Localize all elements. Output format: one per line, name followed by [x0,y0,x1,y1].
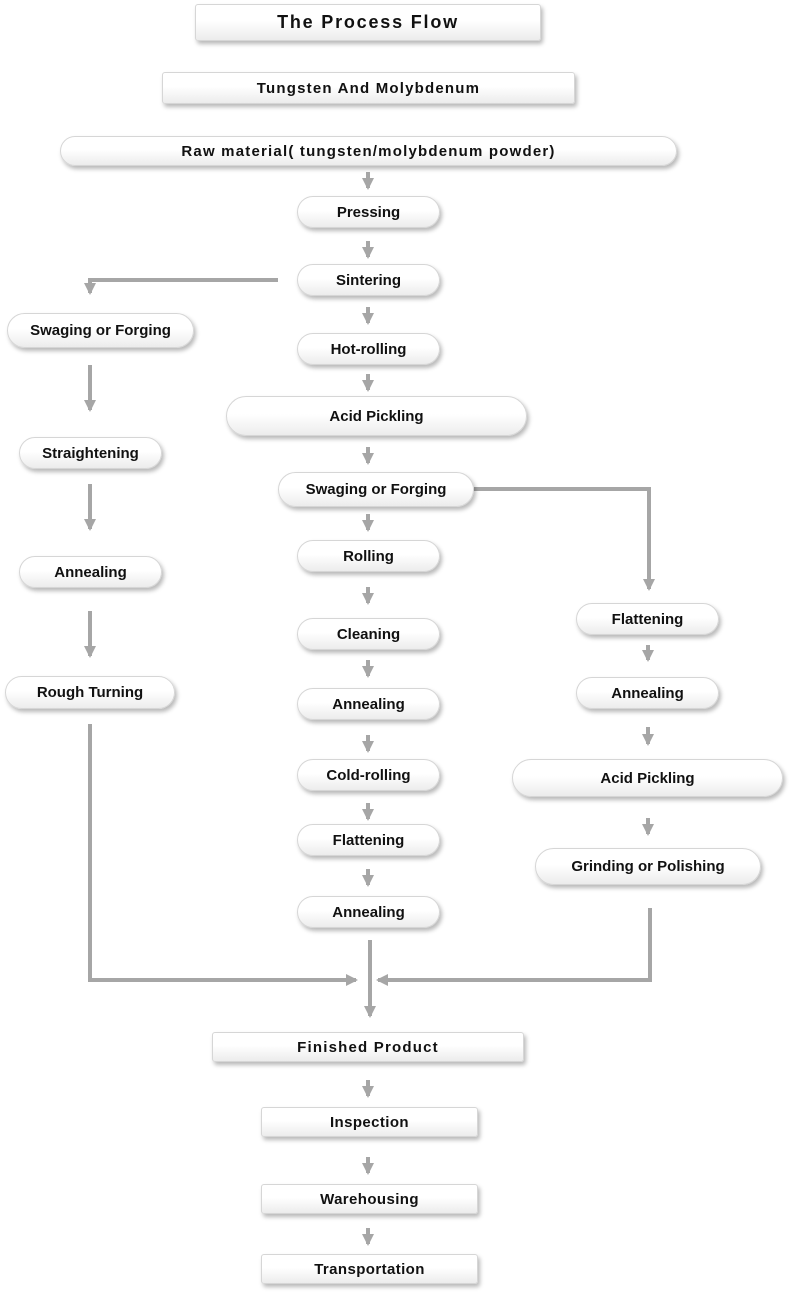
left-swaging-forging-node: Swaging or Forging [7,313,194,348]
transportation-node: Transportation [261,1254,478,1284]
straightening-node: Straightening [19,437,162,469]
right-flattening-node: Flattening [576,603,719,635]
raw-material-node: Raw material( tungsten/molybdenum powder… [60,136,677,166]
sintering-node: Sintering [297,264,440,296]
left-annealing-node: Annealing [19,556,162,588]
annealing-node-1: Annealing [297,688,440,720]
finished-product-node: Finished Product [212,1032,524,1062]
arrow-sintering-to-left-swaging [84,278,278,295]
rolling-node: Rolling [297,540,440,572]
arrow-grinding-to-finished [376,908,652,986]
cleaning-node: Cleaning [297,618,440,650]
subtitle-box: Tungsten And Molybdenum [162,72,575,104]
grinding-polishing-node: Grinding or Polishing [535,848,761,885]
rough-turning-node: Rough Turning [5,676,175,709]
right-acid-pickling-node: Acid Pickling [512,759,783,797]
hot-rolling-node: Hot-rolling [297,333,440,365]
acid-pickling-node: Acid Pickling [226,396,527,436]
cold-rolling-node: Cold-rolling [297,759,440,791]
page-title: The Process Flow [195,4,541,41]
flattening-node: Flattening [297,824,440,856]
arrow-swaging-to-right-flattening [474,487,655,591]
annealing-node-2: Annealing [297,896,440,928]
warehousing-node: Warehousing [261,1184,478,1214]
inspection-node: Inspection [261,1107,478,1137]
right-annealing-node: Annealing [576,677,719,709]
pressing-node: Pressing [297,196,440,228]
swaging-forging-node: Swaging or Forging [278,472,474,507]
arrow-rough-to-finished [88,724,358,986]
